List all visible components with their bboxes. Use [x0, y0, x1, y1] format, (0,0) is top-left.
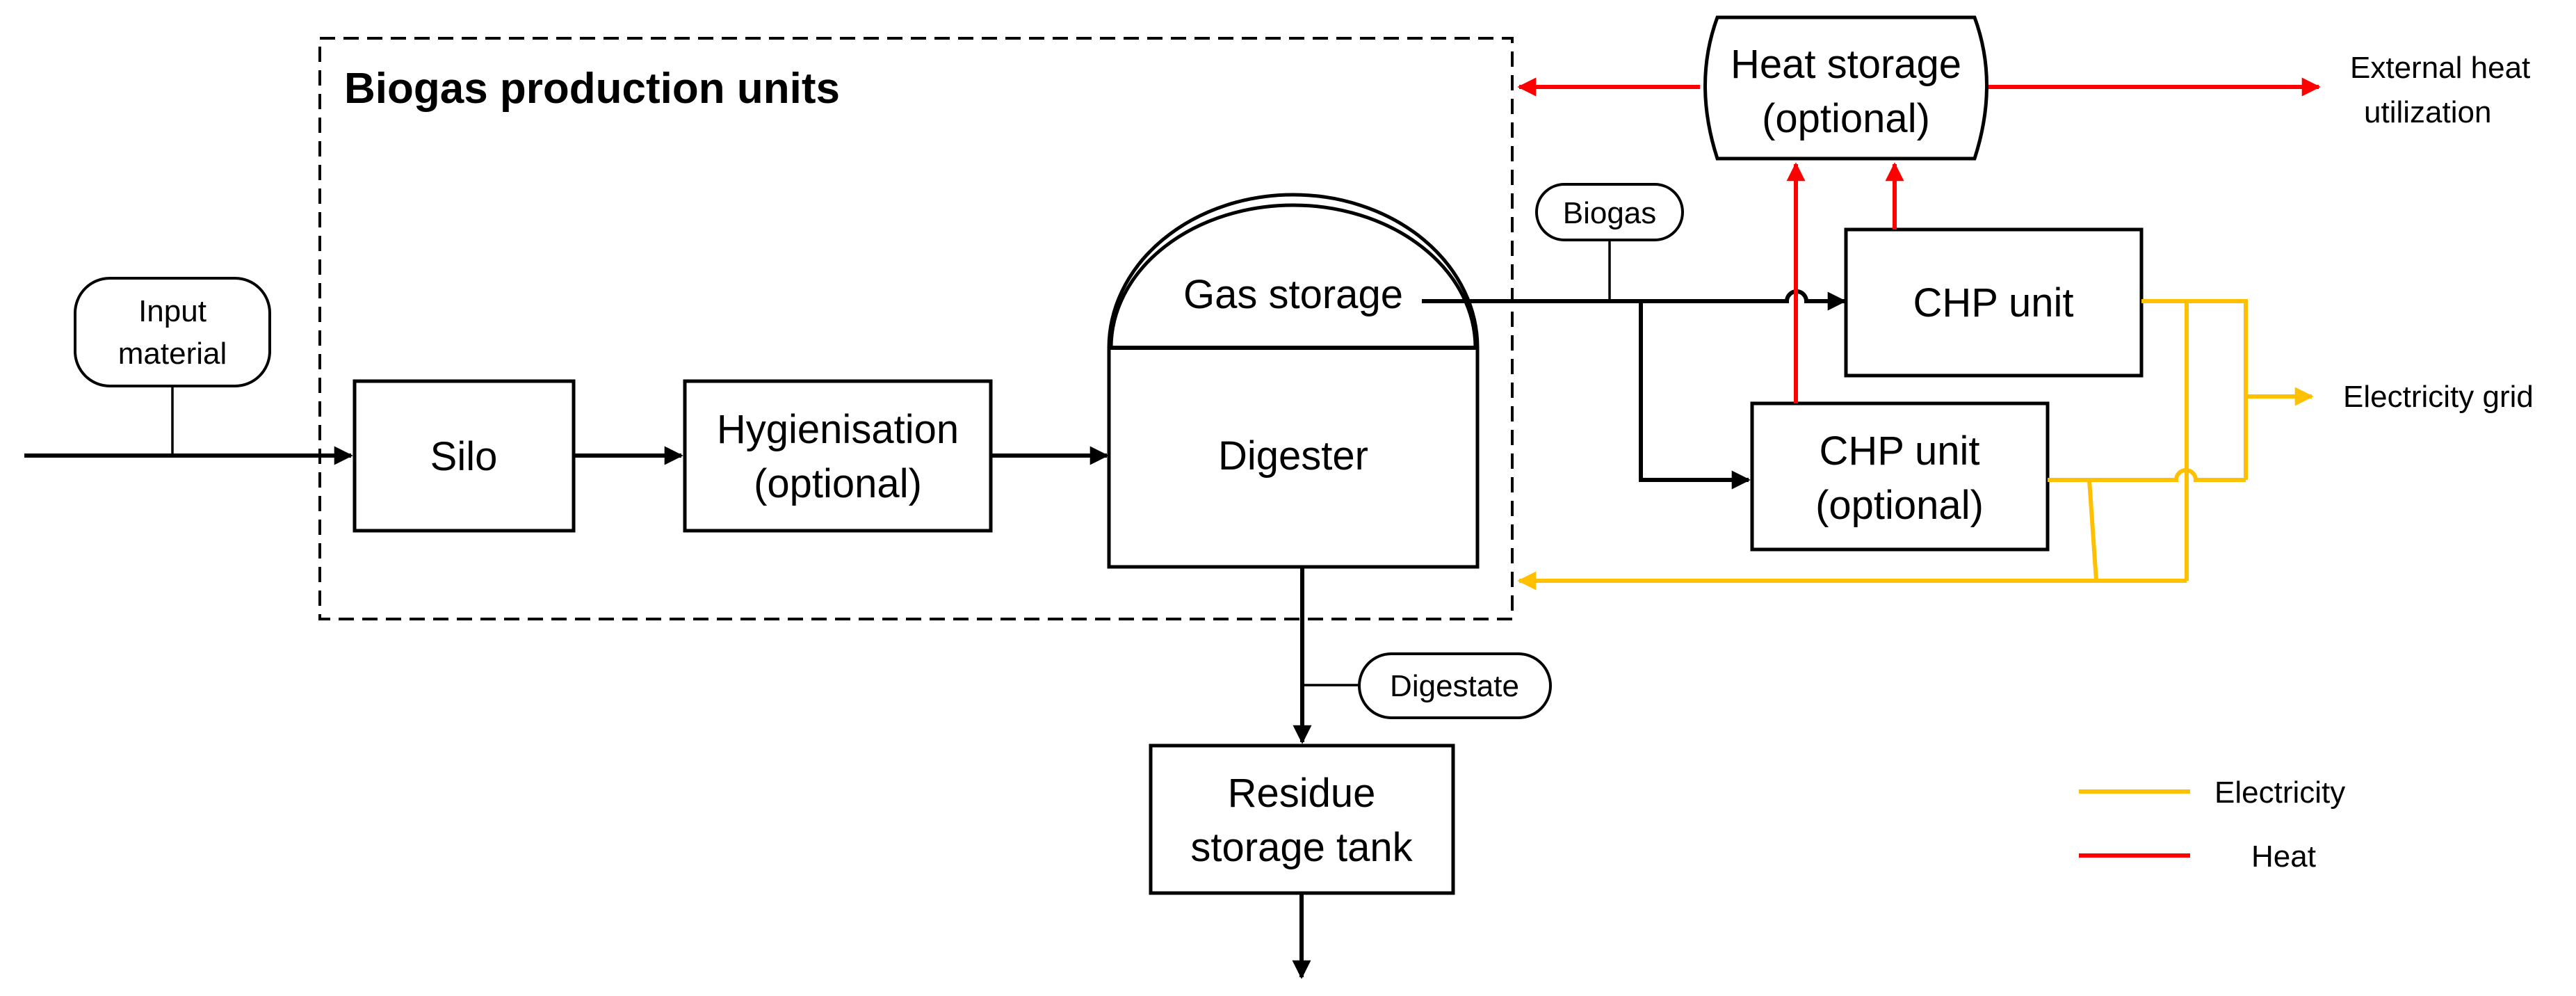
- chp-unit-label: CHP unit: [1913, 280, 2073, 326]
- input-material-line1: Input: [138, 294, 206, 328]
- gas-storage-label: Gas storage: [1183, 272, 1403, 317]
- external-heat-line1: External heat: [2350, 51, 2530, 85]
- silo-box: [353, 379, 576, 533]
- heat-storage-line2: (optional): [1762, 96, 1930, 141]
- input-material-label-box: [74, 277, 271, 387]
- digestate-label-box: [1358, 652, 1552, 719]
- external-heat-line2: utilization: [2364, 95, 2491, 129]
- digestate-label: Digestate: [1390, 669, 1519, 703]
- electricity-grid-label: Electricity grid: [2343, 380, 2534, 414]
- legend-electricity-label: Electricity: [2214, 776, 2345, 810]
- biogas-label: Biogas: [1563, 196, 1657, 230]
- chp-unit-optional-line2: (optional): [1815, 483, 1984, 528]
- input-material-line2: material: [118, 337, 227, 371]
- chp-unit-optional-box: [1750, 401, 2050, 552]
- hygienisation-line2: (optional): [754, 461, 922, 506]
- gas-storage-membrane: [1109, 203, 1477, 348]
- biogas-production-units-frame: [318, 37, 1514, 620]
- heat-storage-line1: Heat storage: [1731, 42, 1961, 87]
- biogas-to-chp-optional-arrow: [1639, 301, 1751, 490]
- legend: Electricity Heat: [2079, 776, 2345, 874]
- silo-label: Silo: [430, 434, 498, 479]
- frame-title: Biogas production units: [344, 65, 840, 113]
- electricity-chp-riser: [2141, 299, 2248, 480]
- electricity-chp-optional-down: [2087, 479, 2098, 581]
- hygienisation-box: [683, 379, 993, 533]
- biogas-main-line: [1422, 289, 1842, 303]
- digester-label: Digester: [1218, 433, 1368, 479]
- legend-heat-label: Heat: [2251, 840, 2316, 874]
- chp-unit-box: [1844, 227, 2144, 378]
- residue-line1: Residue: [1228, 771, 1376, 816]
- residue-storage-tank-box: [1149, 744, 1455, 895]
- heat-storage-box: [1703, 15, 1988, 161]
- residue-line2: storage tank: [1190, 825, 1413, 870]
- biogas-label-box: [1535, 183, 1684, 241]
- hygienisation-line1: Hygienisation: [717, 407, 959, 452]
- chp-unit-optional-line1: CHP unit: [1819, 428, 1979, 474]
- electricity-chp-optional-line: [2048, 468, 2246, 482]
